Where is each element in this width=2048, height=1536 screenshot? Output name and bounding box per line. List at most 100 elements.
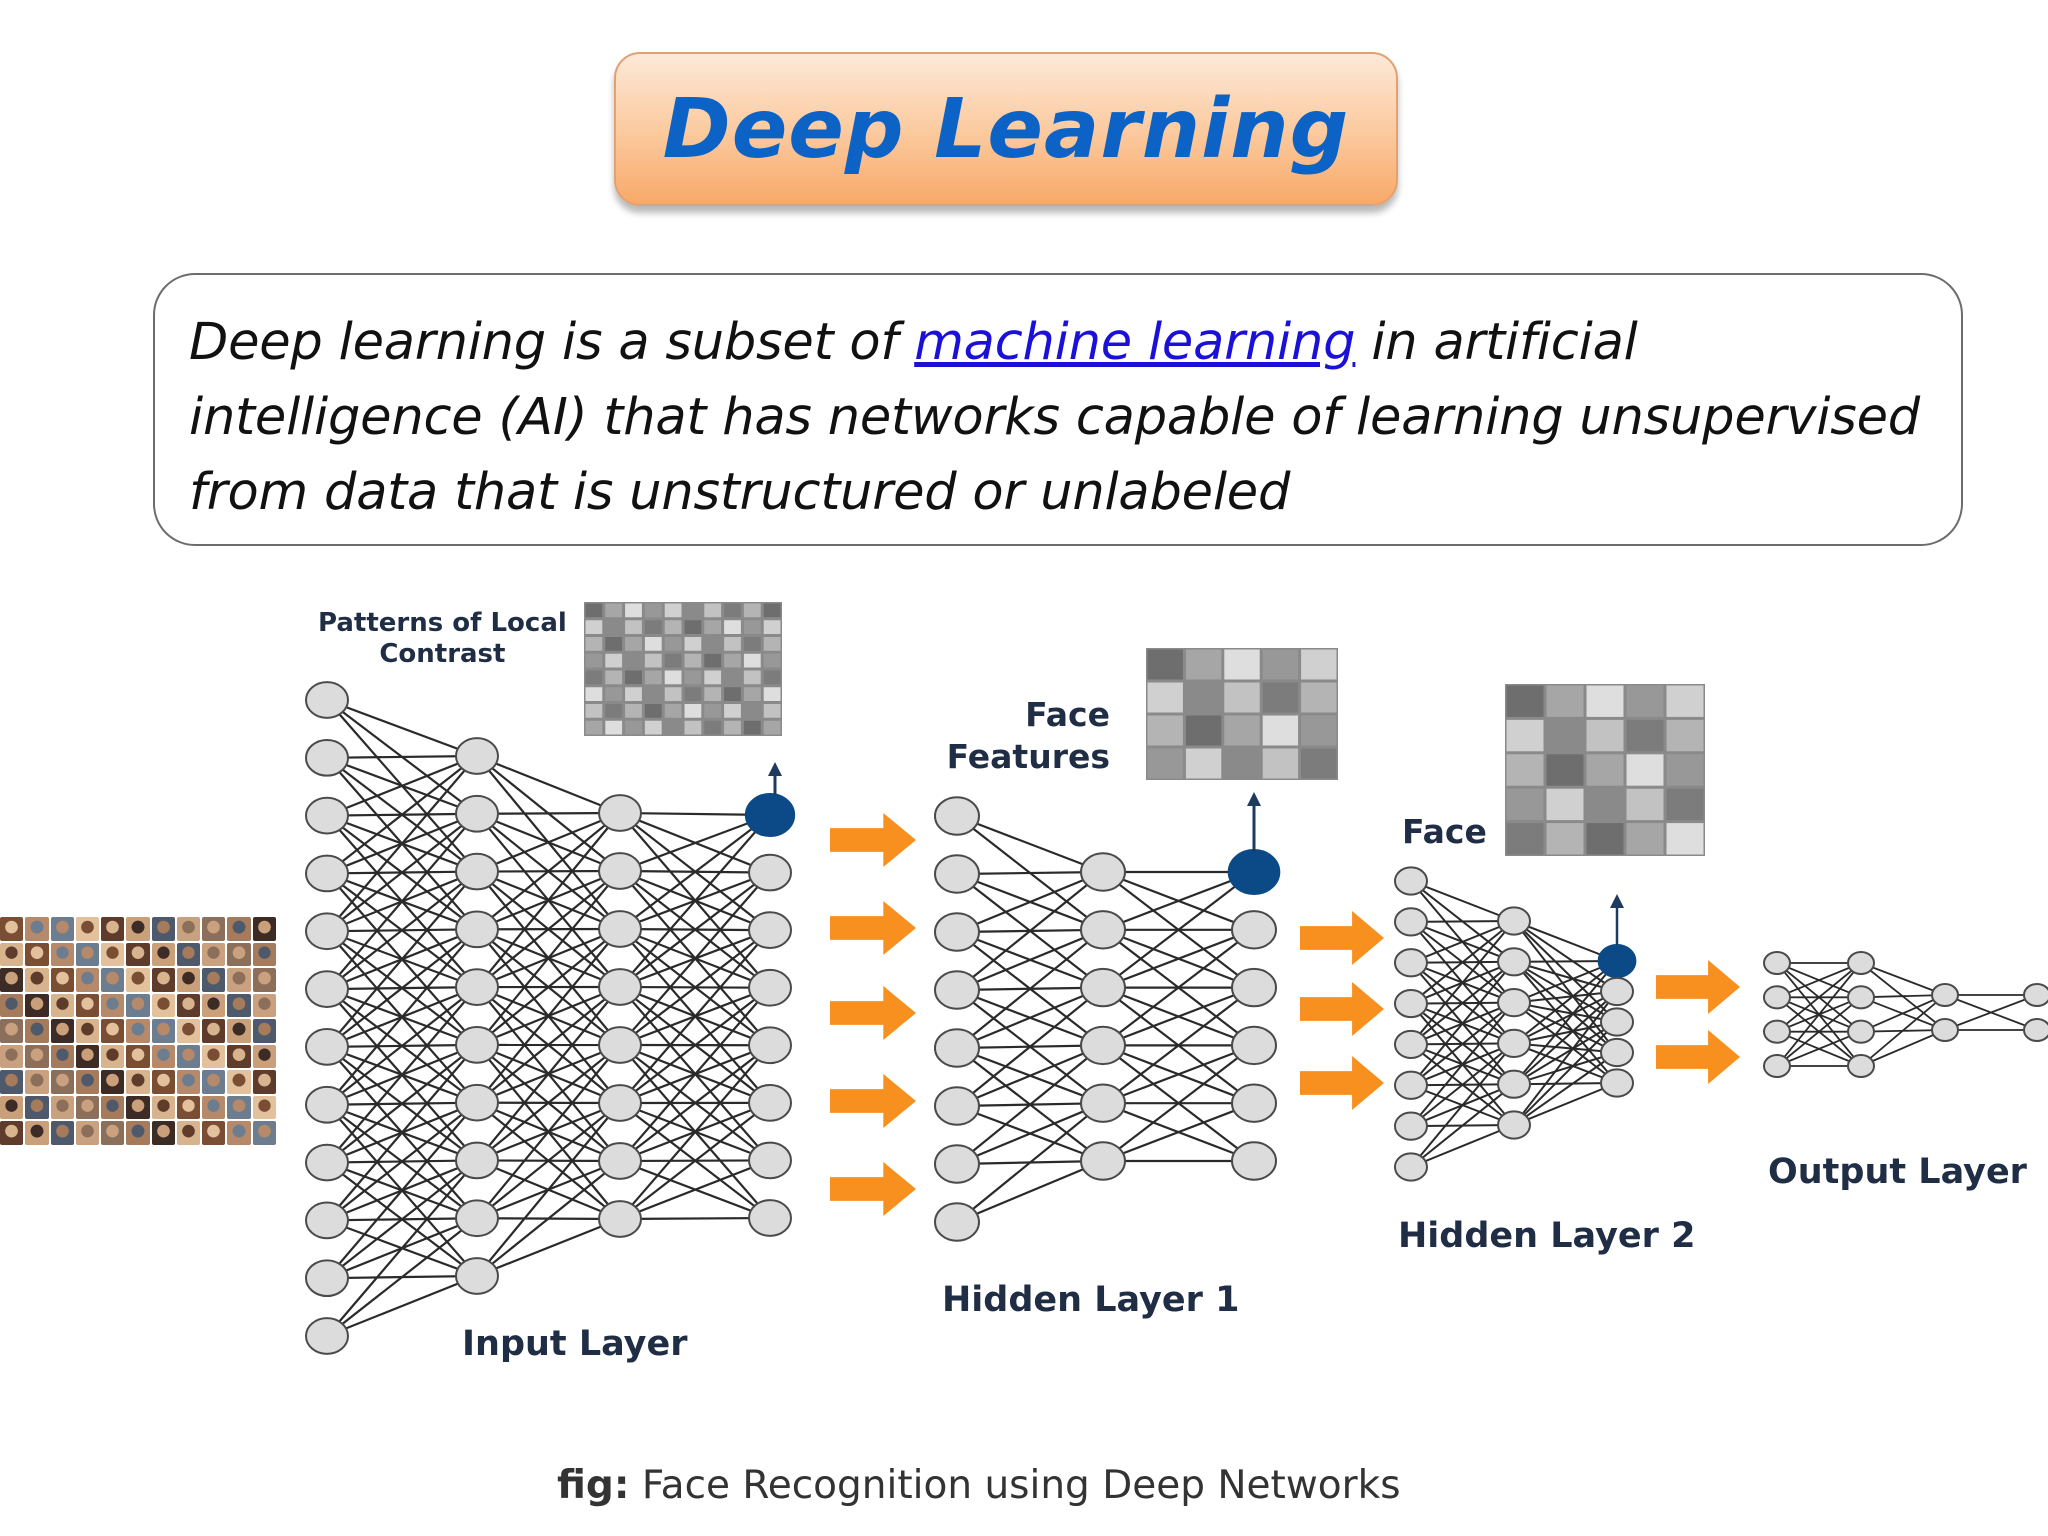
hidden1-node — [1080, 967, 1126, 1008]
hidden2-node — [1600, 976, 1634, 1007]
hidden2-edge — [1513, 990, 1618, 1085]
face-photo — [252, 1095, 276, 1120]
contrast-feature-cell — [743, 637, 761, 651]
face-photo — [227, 942, 251, 967]
input-layer-node — [748, 968, 792, 1007]
contrast-feature-cell — [704, 704, 722, 718]
caption-text: Face Recognition using Deep Networks — [629, 1463, 1401, 1508]
input-layer-edge — [476, 870, 621, 988]
face-photo — [25, 917, 49, 941]
hidden2-edge — [1513, 960, 1618, 1023]
face-photo — [126, 1121, 150, 1145]
face-photo — [176, 968, 201, 992]
contrast-feature-cell — [724, 637, 741, 651]
contrast-feature-cell — [743, 687, 761, 701]
contrast-feature-cell — [625, 637, 642, 651]
output-layer-node — [2023, 982, 2048, 1008]
contrast-feature-cell — [704, 687, 722, 701]
input-layer-label: Input Layer — [462, 1324, 688, 1364]
face-features-feature-cell — [1185, 715, 1222, 746]
contrast-feature-cell — [763, 670, 781, 685]
hidden1-edge — [956, 1044, 1104, 1108]
contrast-feature-cell — [625, 620, 642, 634]
output-layer-node — [2023, 1017, 2048, 1043]
output-layer-edge — [1776, 996, 1862, 1067]
output-layer-node — [1763, 985, 1791, 1010]
face-photo — [0, 1070, 24, 1094]
hidden2-edge — [1410, 920, 1515, 1005]
hidden1-node — [1080, 1141, 1126, 1181]
hidden2-edge — [1410, 920, 1515, 1046]
face-photo — [50, 1044, 74, 1069]
face-photo — [50, 968, 74, 992]
contrast-feature-cell — [724, 603, 741, 618]
face-photo — [202, 942, 226, 967]
input-layer-edge — [326, 754, 478, 817]
face-photo — [101, 1095, 125, 1120]
face-feature-cell — [1546, 823, 1584, 855]
hidden-layer-1-label: Hidden Layer 1 — [942, 1280, 1240, 1320]
input-layer-edge — [476, 986, 621, 1104]
contrast-feature-cell — [704, 603, 722, 618]
caption-prefix: fig: — [557, 1463, 630, 1508]
input-layer-edge — [619, 1044, 771, 1220]
face-photo — [151, 1044, 175, 1069]
face-photo — [50, 1019, 74, 1043]
hidden1-node — [934, 912, 980, 952]
face-photo — [176, 993, 201, 1018]
orange-arrow — [1300, 982, 1384, 1036]
face-photo — [252, 993, 276, 1018]
contrast-feature-cell — [763, 653, 781, 668]
face-feature-cell — [1626, 685, 1664, 717]
input-layer-edge — [476, 928, 621, 1104]
contrast-feature-cell — [743, 603, 761, 618]
contrast-feature-cell — [664, 620, 682, 634]
orange-arrow — [1656, 1030, 1740, 1084]
contrast-feature-cell — [664, 603, 682, 618]
hidden2-node — [1394, 1152, 1428, 1182]
face-features-feature-cell — [1224, 682, 1260, 713]
face-photo — [75, 1121, 100, 1145]
hidden2-node — [1394, 907, 1428, 937]
contrast-feature-cell — [605, 603, 623, 618]
face-photo — [202, 1044, 226, 1069]
face-feature-cell — [1506, 685, 1544, 717]
input-layer-edge — [326, 870, 478, 1048]
contrast-feature-cell — [644, 687, 662, 701]
contrast-feature-cell — [625, 687, 642, 701]
hidden2-edge — [1410, 1042, 1515, 1168]
face-feature-cell — [1546, 754, 1584, 786]
input-layer-node — [748, 911, 792, 949]
face-feature-cell — [1626, 754, 1664, 786]
input-layer-node — [748, 853, 792, 892]
output-layer-node — [1931, 982, 1959, 1008]
machine-learning-link[interactable]: machine learning — [914, 313, 1356, 372]
hidden2-edge — [1513, 1001, 1618, 1023]
face-photo — [25, 1121, 49, 1145]
contrast-feature-cell — [644, 637, 662, 651]
face-photo — [25, 1095, 49, 1120]
face-photo — [151, 1095, 175, 1120]
face-photo — [0, 968, 24, 992]
output-layer-node — [1763, 1019, 1791, 1044]
face-photo — [101, 968, 125, 992]
hidden2-edge — [1513, 1021, 1618, 1126]
input-layer-edge — [619, 1044, 771, 1162]
hidden2-edge — [1513, 1042, 1618, 1084]
hidden2-edge — [1513, 1042, 1618, 1054]
input-layer-node — [305, 738, 349, 777]
output-layer-edge — [1776, 962, 1862, 1067]
input-layer-node — [305, 681, 349, 719]
face-features-feature-cell — [1147, 649, 1183, 680]
face-photo — [0, 1019, 24, 1043]
face-photo — [227, 993, 251, 1018]
contrast-feature-cell — [763, 704, 781, 718]
hidden2-edge — [1410, 961, 1515, 1086]
contrast-feature-cell — [724, 687, 741, 701]
output-layer-node — [1847, 1019, 1875, 1044]
input-layer-node — [748, 1199, 792, 1237]
input-layer-edge — [619, 929, 771, 1046]
hidden2-output-arrowhead — [1610, 894, 1624, 908]
hidden2-edge — [1513, 990, 1618, 1045]
input-layer-node — [598, 794, 642, 832]
